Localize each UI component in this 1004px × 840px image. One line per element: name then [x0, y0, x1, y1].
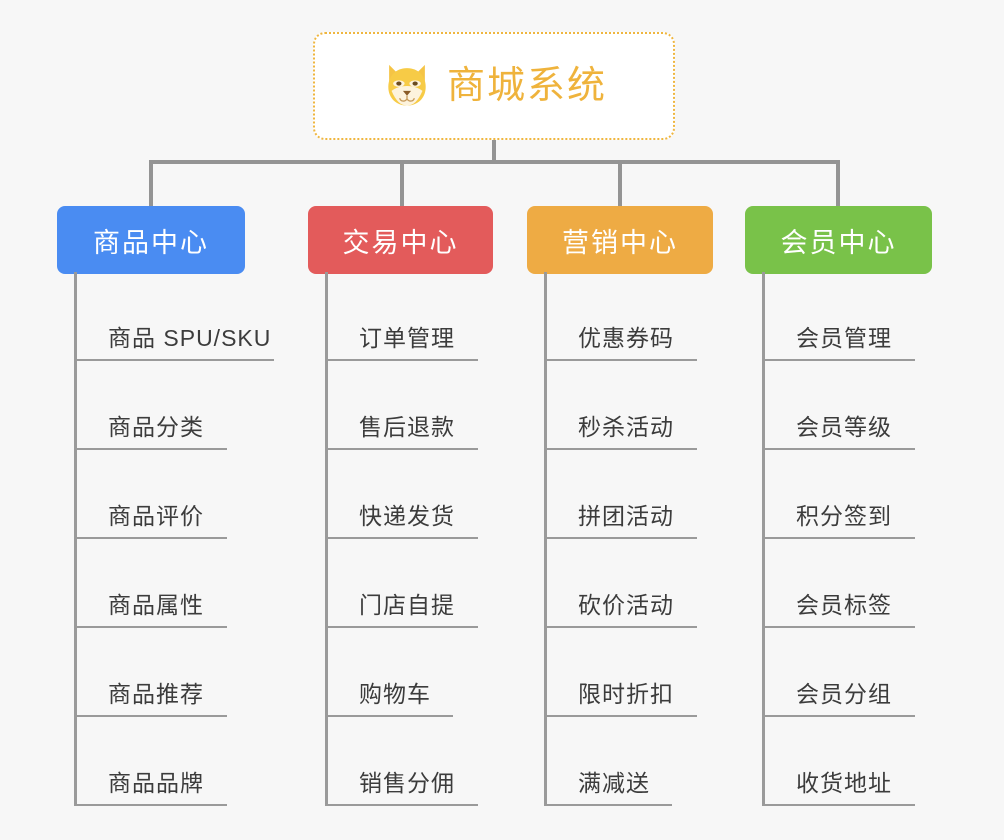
leaf-rule — [325, 715, 453, 717]
leaf-item-label: 商品推荐 — [108, 681, 204, 707]
leaf-item-label: 积分签到 — [796, 503, 892, 529]
leaf-rule — [325, 626, 478, 628]
leaf-rule — [762, 626, 915, 628]
connector-horizontal-bus — [149, 160, 840, 164]
category-header-product[interactable]: 商品中心 — [57, 206, 245, 274]
leaf-rule — [74, 537, 227, 539]
leaf-item-label: 门店自提 — [359, 592, 455, 618]
leaf-item-label: 秒杀活动 — [578, 414, 674, 440]
leaf-item-label: 拼团活动 — [578, 503, 674, 529]
category-header-label: 营销中心 — [562, 227, 678, 258]
leaf-rule — [74, 715, 227, 717]
leaf-rule — [544, 359, 697, 361]
connector-drop-4 — [836, 160, 840, 208]
leaf-item-label: 商品品牌 — [108, 770, 204, 796]
leaf-rule — [544, 804, 672, 806]
leaf-rule — [544, 626, 697, 628]
category-header-label: 交易中心 — [342, 227, 459, 258]
leaf-spine — [544, 272, 547, 806]
leaf-spine — [325, 272, 328, 806]
leaf-item-label: 优惠券码 — [578, 325, 674, 351]
leaf-item-label: 会员等级 — [796, 414, 892, 440]
root-node-shopping-mall-system[interactable]: 商城系统 — [313, 32, 675, 140]
leaf-item-label: 收货地址 — [796, 770, 892, 796]
leaf-item-label: 商品评价 — [108, 503, 204, 529]
connector-drop-1 — [149, 160, 153, 208]
leaf-rule — [74, 359, 274, 361]
connector-root-stem — [492, 140, 496, 164]
leaf-item-label: 限时折扣 — [578, 681, 674, 707]
connector-drop-3 — [618, 160, 622, 208]
leaf-spine — [762, 272, 765, 806]
leaf-item-label: 售后退款 — [359, 414, 455, 440]
category-header-label: 商品中心 — [93, 227, 209, 258]
leaf-rule — [325, 448, 478, 450]
leaf-rule — [762, 537, 915, 539]
connector-drop-2 — [400, 160, 404, 208]
leaf-rule — [74, 626, 227, 628]
leaf-item-label: 商品 SPU/SKU — [108, 325, 272, 351]
shiba-dog-icon — [388, 64, 426, 106]
leaf-item-label: 快递发货 — [359, 503, 455, 529]
leaf-item-label: 会员管理 — [796, 325, 892, 351]
leaf-rule — [762, 359, 915, 361]
leaf-item-label: 会员分组 — [796, 681, 892, 707]
leaf-item-label: 订单管理 — [359, 325, 455, 351]
root-node-label: 商城系统 — [446, 65, 607, 107]
leaf-rule — [544, 448, 697, 450]
leaf-item-label: 满减送 — [578, 770, 650, 796]
leaf-item-label: 会员标签 — [796, 592, 892, 618]
leaf-item-label: 砍价活动 — [578, 592, 674, 618]
leaf-rule — [325, 537, 478, 539]
leaf-rule — [762, 448, 915, 450]
leaf-rule — [544, 715, 697, 717]
leaf-item-label: 购物车 — [359, 681, 431, 707]
leaf-item-label: 商品分类 — [108, 414, 204, 440]
category-header-label: 会员中心 — [780, 227, 897, 258]
leaf-rule — [74, 448, 227, 450]
leaf-rule — [762, 715, 915, 717]
leaf-item-label: 销售分佣 — [359, 770, 455, 796]
leaf-rule — [325, 359, 478, 361]
leaf-rule — [74, 804, 227, 806]
leaf-rule — [762, 804, 915, 806]
category-header-trade[interactable]: 交易中心 — [308, 206, 493, 274]
leaf-spine — [74, 272, 77, 806]
leaf-item-label: 商品属性 — [108, 592, 204, 618]
leaf-rule — [325, 804, 478, 806]
category-header-marketing[interactable]: 营销中心 — [527, 206, 713, 274]
category-header-member[interactable]: 会员中心 — [745, 206, 932, 274]
leaf-rule — [544, 537, 697, 539]
